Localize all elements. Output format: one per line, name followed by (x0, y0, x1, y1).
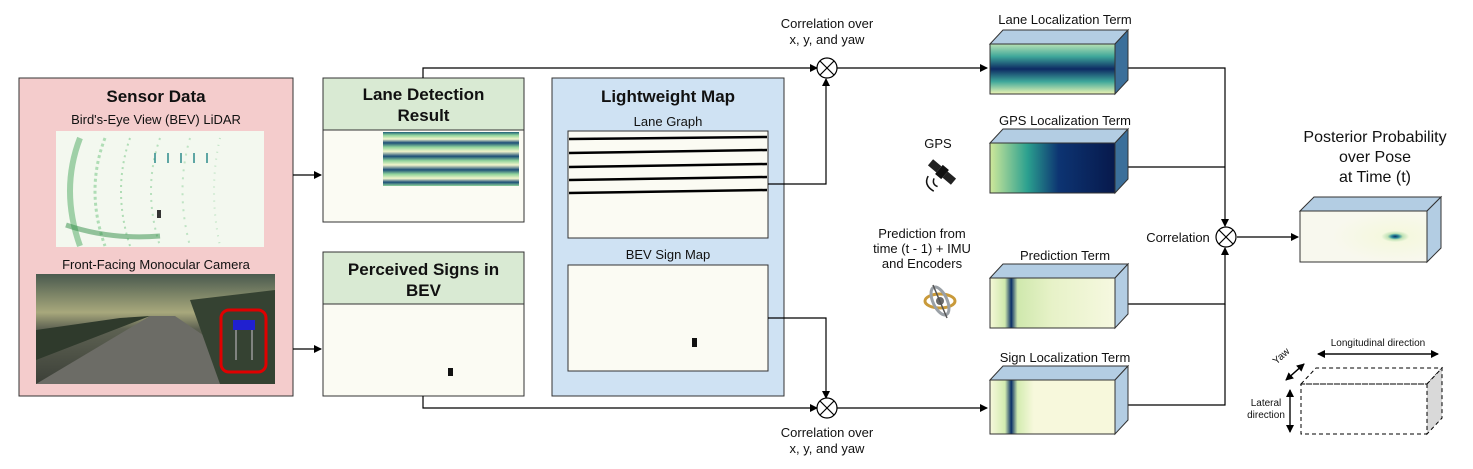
posterior-line1: Posterior Probability (1303, 129, 1447, 146)
posterior-line2: over Pose (1338, 149, 1412, 166)
prediction-source-line2: time (t - 1) + IMU (873, 241, 971, 256)
correlation-top-line2: x, y, and yaw (789, 32, 865, 47)
gps-term-cube (988, 127, 1130, 195)
lane-term-label: Lane Localization Term (998, 12, 1132, 27)
sensor-data-title: Sensor Data (106, 87, 206, 106)
perceived-signs-title-1: Perceived Signs in (347, 260, 500, 279)
correlation-bottom-line1: Correlation over (780, 425, 874, 440)
satellite-icon (925, 159, 957, 192)
lane-term-cube (988, 28, 1130, 96)
lane-graph-box (567, 130, 769, 239)
perceived-signs-title-2: BEV (406, 281, 441, 300)
lane-detection-title-2: Result (397, 106, 450, 125)
correlation-top-line1: Correlation over (780, 16, 874, 31)
bev-sign-map-label: BEV Sign Map (625, 247, 711, 262)
sign-term-cube (988, 364, 1130, 436)
gps-term-label: GPS Localization Term (999, 113, 1131, 128)
map-sign-blob (692, 338, 697, 347)
posterior-line3: at Time (t) (1338, 169, 1411, 186)
sign-term-label: Sign Localization Term (999, 350, 1131, 365)
lane-graph-label: Lane Graph (633, 114, 703, 129)
prediction-term-label: Prediction Term (1019, 248, 1111, 263)
legend-longitudinal: Longitudinal direction (1330, 338, 1426, 349)
lightweight-map-title: Lightweight Map (600, 87, 736, 106)
lidar-label: Bird's-Eye View (BEV) LiDAR (71, 112, 241, 127)
lane-detection-heatmap (383, 132, 519, 186)
lane-graph-lines (568, 135, 768, 195)
correlation-bottom-line2: x, y, and yaw (789, 441, 865, 456)
legend-lateral-2: direction (1247, 410, 1285, 421)
gps-label: GPS (924, 136, 952, 151)
camera-image (36, 274, 275, 384)
prediction-term-cube (988, 262, 1130, 330)
perceived-sign-blob (448, 368, 453, 376)
legend-cube (1299, 366, 1444, 436)
correlation-right-symbol (1215, 226, 1237, 248)
camera-label: Front-Facing Monocular Camera (62, 257, 250, 272)
posterior-cube (1298, 195, 1443, 264)
gyroscope-icon (923, 284, 957, 319)
prediction-source-line1: Prediction from (878, 226, 966, 241)
lidar-bev-image (56, 131, 264, 248)
legend-arrows (1285, 350, 1439, 433)
bev-sign-map-box (567, 264, 769, 372)
lane-detection-header (322, 77, 525, 131)
prediction-source-line3: and Encoders (881, 256, 963, 271)
lane-detection-title-1: Lane Detection (362, 85, 485, 104)
legend-lateral-1: Lateral (1250, 398, 1282, 409)
correlation-top-symbol (816, 57, 838, 79)
correlation-right-label: Correlation (1146, 230, 1210, 245)
perceived-signs-header (322, 251, 525, 305)
connectors (293, 64, 1299, 412)
correlation-bottom-symbol (816, 397, 838, 419)
